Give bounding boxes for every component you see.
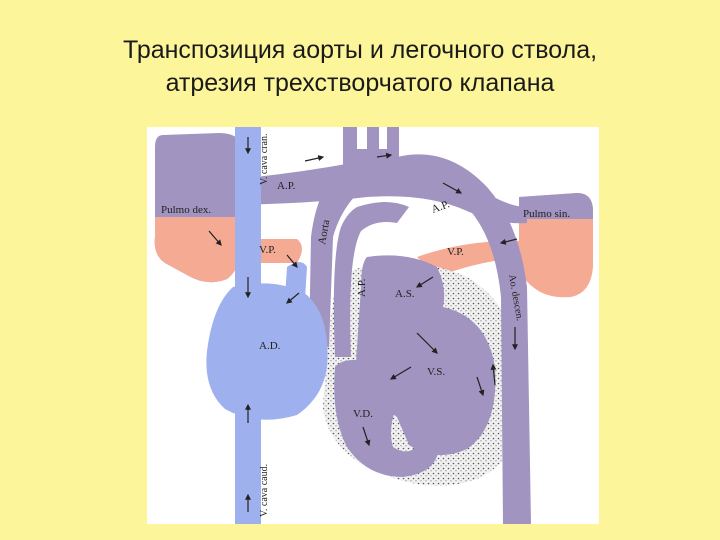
label-pulmo-sin: Pulmo sin. — [523, 208, 570, 220]
slide-title: Транспозиция аорты и легочного ствола, а… — [0, 34, 720, 100]
label-ap-top-left: A.P. — [277, 180, 296, 192]
title-line-1: Транспозиция аорты и легочного ствола, — [0, 34, 720, 67]
title-line-2: атрезия трехстворчатого клапана — [0, 67, 720, 100]
label-vs: V.S. — [427, 366, 445, 378]
label-v-cava-caud: V. cava caud. — [259, 464, 270, 517]
right-atrium-appendage — [285, 262, 307, 299]
label-ap-middle: A.P. — [356, 278, 368, 297]
heart-diagram: Pulmo dex. Pulmo sin. V. cava cran. V. c… — [147, 127, 599, 524]
label-vp-right: V.P. — [447, 246, 464, 258]
label-pulmo-dex: Pulmo dex. — [161, 204, 211, 216]
label-ad: A.D. — [259, 340, 281, 352]
label-vp-left: V.P. — [259, 244, 276, 256]
heart-diagram-svg: Pulmo dex. Pulmo sin. V. cava cran. V. c… — [147, 127, 599, 524]
label-vd: V.D. — [353, 408, 373, 420]
label-v-cava-cran: V. cava cran. — [259, 134, 270, 185]
label-as: A.S. — [395, 288, 415, 300]
